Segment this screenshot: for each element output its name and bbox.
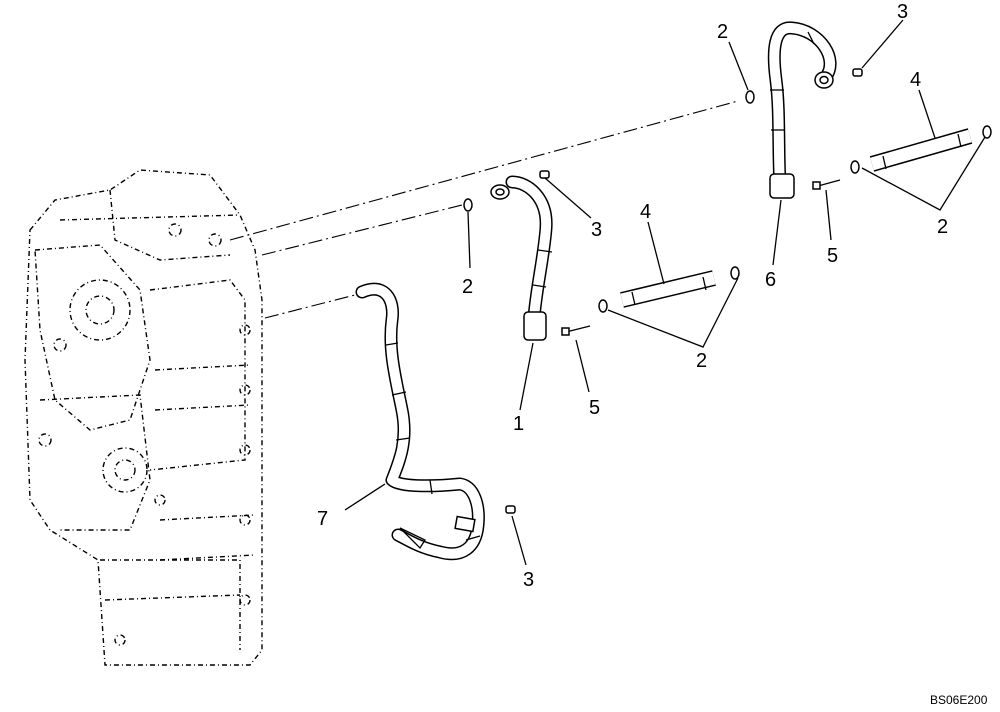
callout-6: 6	[765, 269, 776, 291]
callout-4: 4	[910, 69, 921, 91]
hose-part-6	[767, 21, 837, 199]
leader-lines	[344, 19, 986, 566]
callout-5: 5	[589, 397, 600, 419]
callout-3: 3	[523, 569, 534, 591]
hose-part-1	[490, 175, 553, 341]
callout-3: 3	[591, 219, 602, 241]
transmission-housing	[24, 169, 263, 666]
callout-labels: 2 3 4 2 5 6 2 3 4 2 5 1 7 3	[317, 1, 948, 591]
callout-5: 5	[827, 245, 838, 267]
callout-2: 2	[696, 350, 707, 372]
drawing-code: BS06E200	[930, 693, 988, 707]
callout-1: 1	[513, 413, 524, 435]
hose-part-7	[355, 282, 485, 561]
callout-3: 3	[897, 1, 908, 23]
callout-7: 7	[317, 508, 328, 530]
tube-part-4-upper	[869, 128, 973, 172]
callout-2: 2	[462, 276, 473, 298]
callout-4: 4	[640, 201, 651, 223]
alignment-lines	[229, 100, 739, 319]
callout-2: 2	[717, 21, 728, 43]
plugs-part-3	[505, 68, 863, 514]
callout-2: 2	[937, 216, 948, 238]
tube-part-4-lower	[620, 270, 716, 308]
o-rings-part-2	[463, 90, 992, 313]
bolts-part-5	[561, 179, 841, 336]
